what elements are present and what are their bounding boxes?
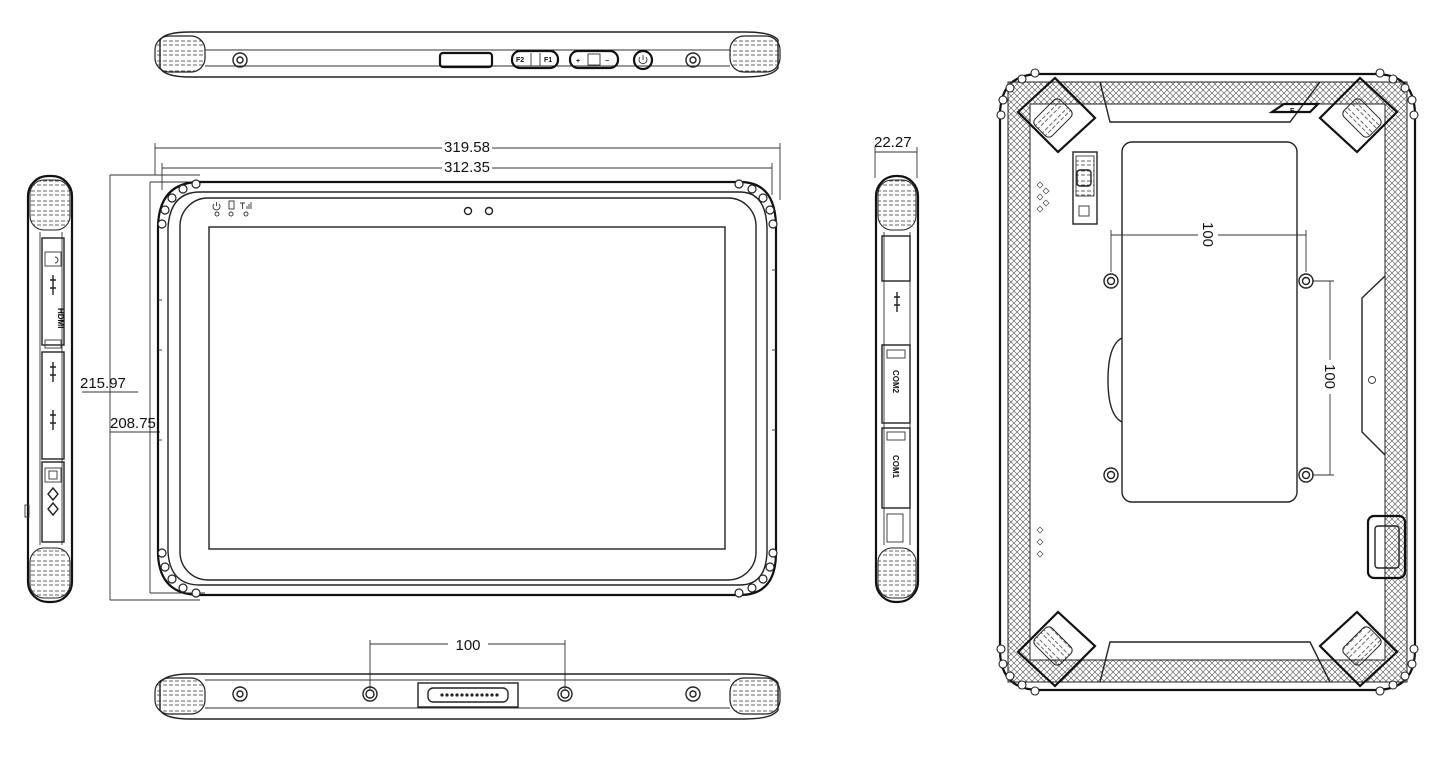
battery-latch[interactable] [1072, 151, 1098, 225]
corner-anchor-bottom-left [1016, 610, 1097, 688]
dock-pin [440, 693, 444, 697]
usb-icon [894, 292, 900, 312]
dock-pin [445, 693, 449, 697]
right-side-view: 22.27 COM2 COM1 [874, 134, 920, 604]
screw-hole-right [685, 52, 701, 68]
signal-indicator [240, 202, 252, 217]
dc-in-icon [47, 486, 59, 517]
bottom-mount-spacing-dimension: 100 [455, 637, 480, 654]
dock-pin [450, 693, 454, 697]
rear-vesa-horizontal-dimension: 100 [1199, 222, 1216, 247]
rear-speaker-dots [1036, 181, 1050, 558]
top-edge-view: F2 F1 + − [154, 31, 781, 78]
overall-width-dimension: 319.58 [444, 139, 490, 156]
screen-width-dimension: 312.35 [444, 159, 490, 176]
f2-f1-button[interactable]: F2 F1 [510, 49, 560, 70]
light-sensor [484, 206, 494, 216]
front-camera [463, 206, 473, 216]
bottom-edge-view: 100 [154, 635, 781, 720]
audio-icon [54, 256, 59, 264]
power-icon [638, 55, 648, 65]
com2-label: COM2 [891, 370, 900, 394]
screw-hole-left [232, 52, 248, 68]
battery-icon [228, 200, 235, 210]
volume-up-label: + [576, 58, 580, 65]
dock-pin [460, 693, 464, 697]
corner-anchor-top-left [1016, 76, 1097, 154]
sim-slot[interactable] [886, 513, 904, 543]
dock-pin [475, 693, 479, 697]
usb-icon [50, 410, 56, 430]
power-button[interactable] [632, 49, 654, 71]
audio-jack-port[interactable] [44, 251, 62, 267]
f-key[interactable]: F [1268, 102, 1321, 115]
screen-height-dimension: 208.75 [110, 415, 156, 432]
display-screen[interactable] [208, 226, 726, 550]
power-icon [212, 202, 221, 211]
power-indicator [212, 202, 221, 217]
rear-vesa-vertical-dimension: 100 [1321, 364, 1338, 389]
rear-handle [1107, 337, 1123, 423]
f-key-label: F [1290, 108, 1295, 115]
corner-anchor-top-right [1318, 76, 1399, 154]
battery-indicator [228, 200, 235, 217]
f1-button-label: F1 [544, 57, 552, 64]
dock-pin [480, 693, 484, 697]
hdmi-label: HDMI [56, 308, 65, 328]
dock-pin [470, 693, 474, 697]
ethernet-icon [48, 470, 58, 480]
com1-label: COM1 [891, 455, 900, 479]
f2-button-label: F2 [516, 57, 524, 64]
front-view: 319.58 312.35 215.97 208.75 [80, 138, 781, 601]
fingerprint-slot [438, 51, 494, 69]
rear-view: F [996, 68, 1419, 696]
vesa-mount-holes [1103, 273, 1314, 483]
rear-side-port-cover [1366, 514, 1407, 580]
dock-pin [495, 693, 499, 697]
docking-connector[interactable] [417, 682, 519, 708]
corner-bumpers [157, 179, 778, 598]
mount-hole-left [362, 686, 378, 702]
overall-height-dimension: 215.97 [80, 375, 126, 392]
left-side-view: HDMI [24, 174, 74, 604]
dock-pin [455, 693, 459, 697]
ethernet-port[interactable] [44, 467, 62, 483]
battery-cover [1121, 141, 1298, 503]
usb-icon [50, 362, 56, 382]
usb-icon [50, 275, 56, 295]
volume-down-label: − [605, 58, 609, 65]
dock-pin [490, 693, 494, 697]
thickness-dimension: 22.27 [874, 134, 912, 151]
battery-icon [1078, 205, 1090, 217]
signal-icon [240, 202, 252, 209]
hdmi-port[interactable] [44, 339, 62, 349]
dock-pin [465, 693, 469, 697]
dock-pin [485, 693, 489, 697]
volume-rocker[interactable]: + − [568, 49, 620, 70]
corner-anchor-bottom-right [1318, 610, 1399, 688]
mount-hole-right [557, 686, 573, 702]
